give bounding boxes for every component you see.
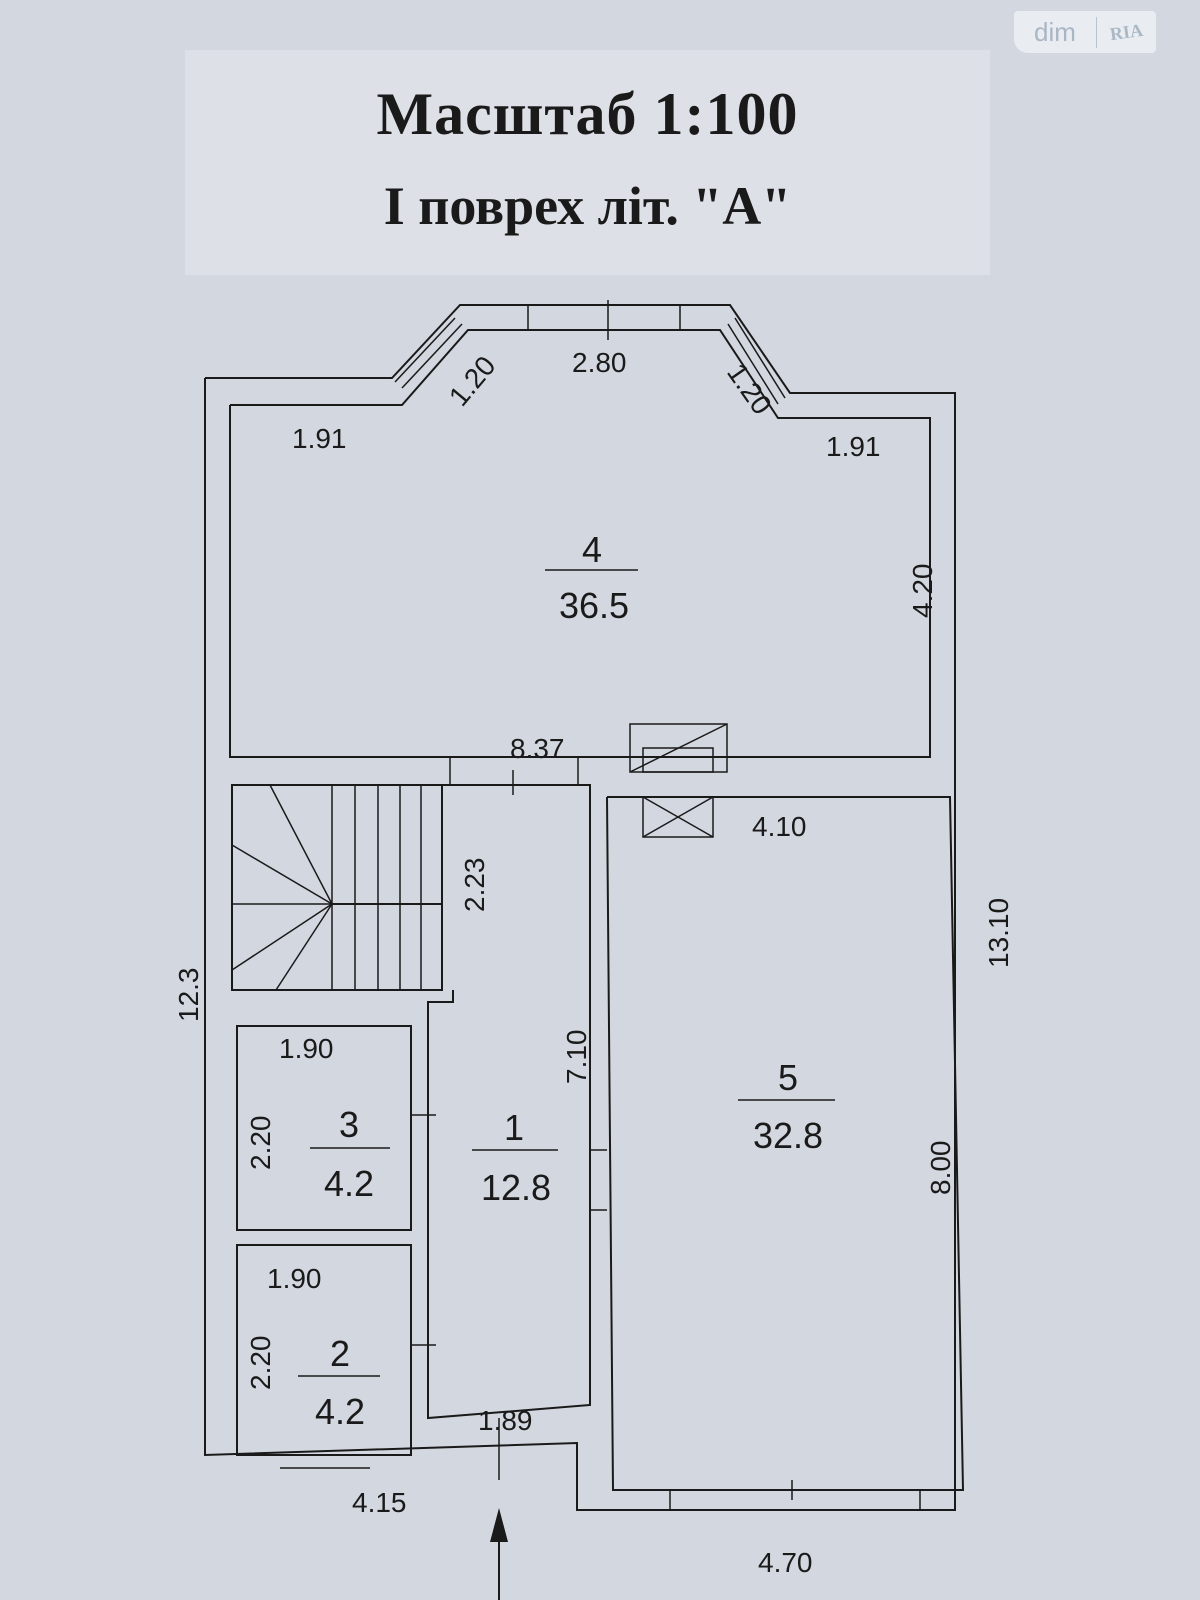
dim-bay-right: 1.20 [721,358,778,420]
room-label-1: 1 12.8 [472,1107,558,1208]
dim-hall-height: 7.10 [561,1030,592,1085]
room-1-outline [427,784,591,1420]
room-number: 5 [778,1057,798,1098]
dim-room5-height: 8.00 [925,1141,956,1196]
room-number: 2 [330,1333,350,1374]
dim-room3-width: 1.90 [279,1033,334,1064]
dim-right-total: 13.10 [983,898,1014,968]
dimension-labels: 1.20 2.80 1.20 1.91 1.91 4.20 8.37 4.10 … [173,347,1014,1578]
room-label-3: 3 4.2 [310,1104,390,1204]
dim-left-total: 12.3 [173,968,204,1023]
dim-room2-height: 2.20 [245,1336,276,1391]
dim-bottom-right: 4.70 [758,1547,813,1578]
dim-top-right: 1.91 [826,431,881,462]
outer-wall [204,304,956,1511]
dim-bottom-left: 4.15 [352,1487,407,1518]
dim-hall-width: 1.89 [478,1405,533,1436]
watermark-dim: dim [1014,16,1097,48]
dim-room2-width: 1.90 [267,1263,322,1294]
entrance-arrow-icon [490,1508,508,1600]
room-area: 32.8 [753,1115,823,1156]
room-label-4: 4 36.5 [545,529,638,626]
dim-room3-height: 2.20 [245,1116,276,1171]
room-area: 12.8 [481,1167,551,1208]
room-number: 1 [504,1107,524,1148]
room-4-outline [229,329,931,758]
room-area: 4.2 [315,1391,365,1432]
dim-width-total: 8.37 [510,733,565,764]
chimney [629,723,728,838]
dim-room4-height: 4.20 [907,564,938,619]
dim-bay-left: 1.20 [443,350,502,412]
room-number: 3 [339,1104,359,1145]
room-3-outline [236,1025,412,1231]
room-5-outline [606,796,965,1491]
floor-title: І поврех літ. "А" [383,176,792,236]
room-label-2: 2 4.2 [298,1333,380,1432]
bay-windows [394,300,786,405]
scale-title: Масштаб 1:100 [376,81,799,147]
room-area: 36.5 [559,585,629,626]
room-number: 4 [582,529,602,570]
dim-room5-width: 4.10 [752,811,807,842]
dim-bay-center: 2.80 [572,347,627,378]
room-label-5: 5 32.8 [738,1057,835,1156]
dim-top-left: 1.91 [292,423,347,454]
dimria-watermark: dim RIA [1014,11,1156,53]
plan-title-block: Масштаб 1:100 І поврех літ. "А" [185,50,990,275]
staircase [231,784,443,991]
room-area: 4.2 [324,1163,374,1204]
dim-stair: 2.23 [459,858,490,913]
